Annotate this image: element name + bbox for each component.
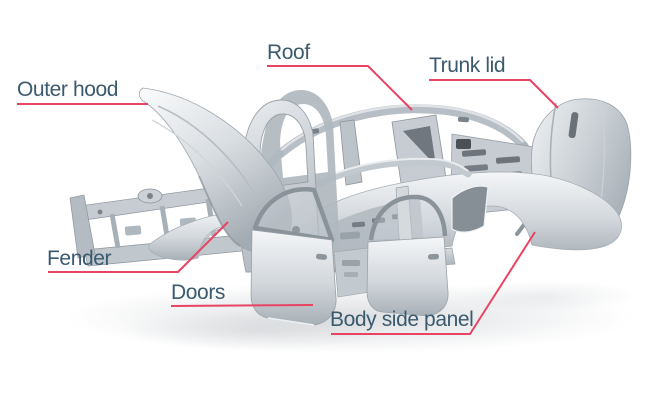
rear-door-panel [366,194,449,317]
floor-detail [344,272,358,277]
label-trunk-lid: Trunk lid [429,54,506,77]
label-doors: Doors [171,281,226,304]
label-roof: Roof [267,41,310,64]
leader-roof [267,65,413,111]
leader-doors [170,304,314,307]
label-body-side-panel: Body side panel [330,308,474,331]
floor-detail [342,260,360,266]
leader-body-side-panel [331,231,536,335]
label-outer-hood: Outer hood [17,78,119,101]
outer-hood-panel [138,87,292,254]
leader-trunk-lid [429,79,559,109]
front-door-panel [250,187,337,326]
label-fender: Fender [47,247,112,270]
quarter-window [451,185,489,233]
leader-fender [48,221,229,273]
